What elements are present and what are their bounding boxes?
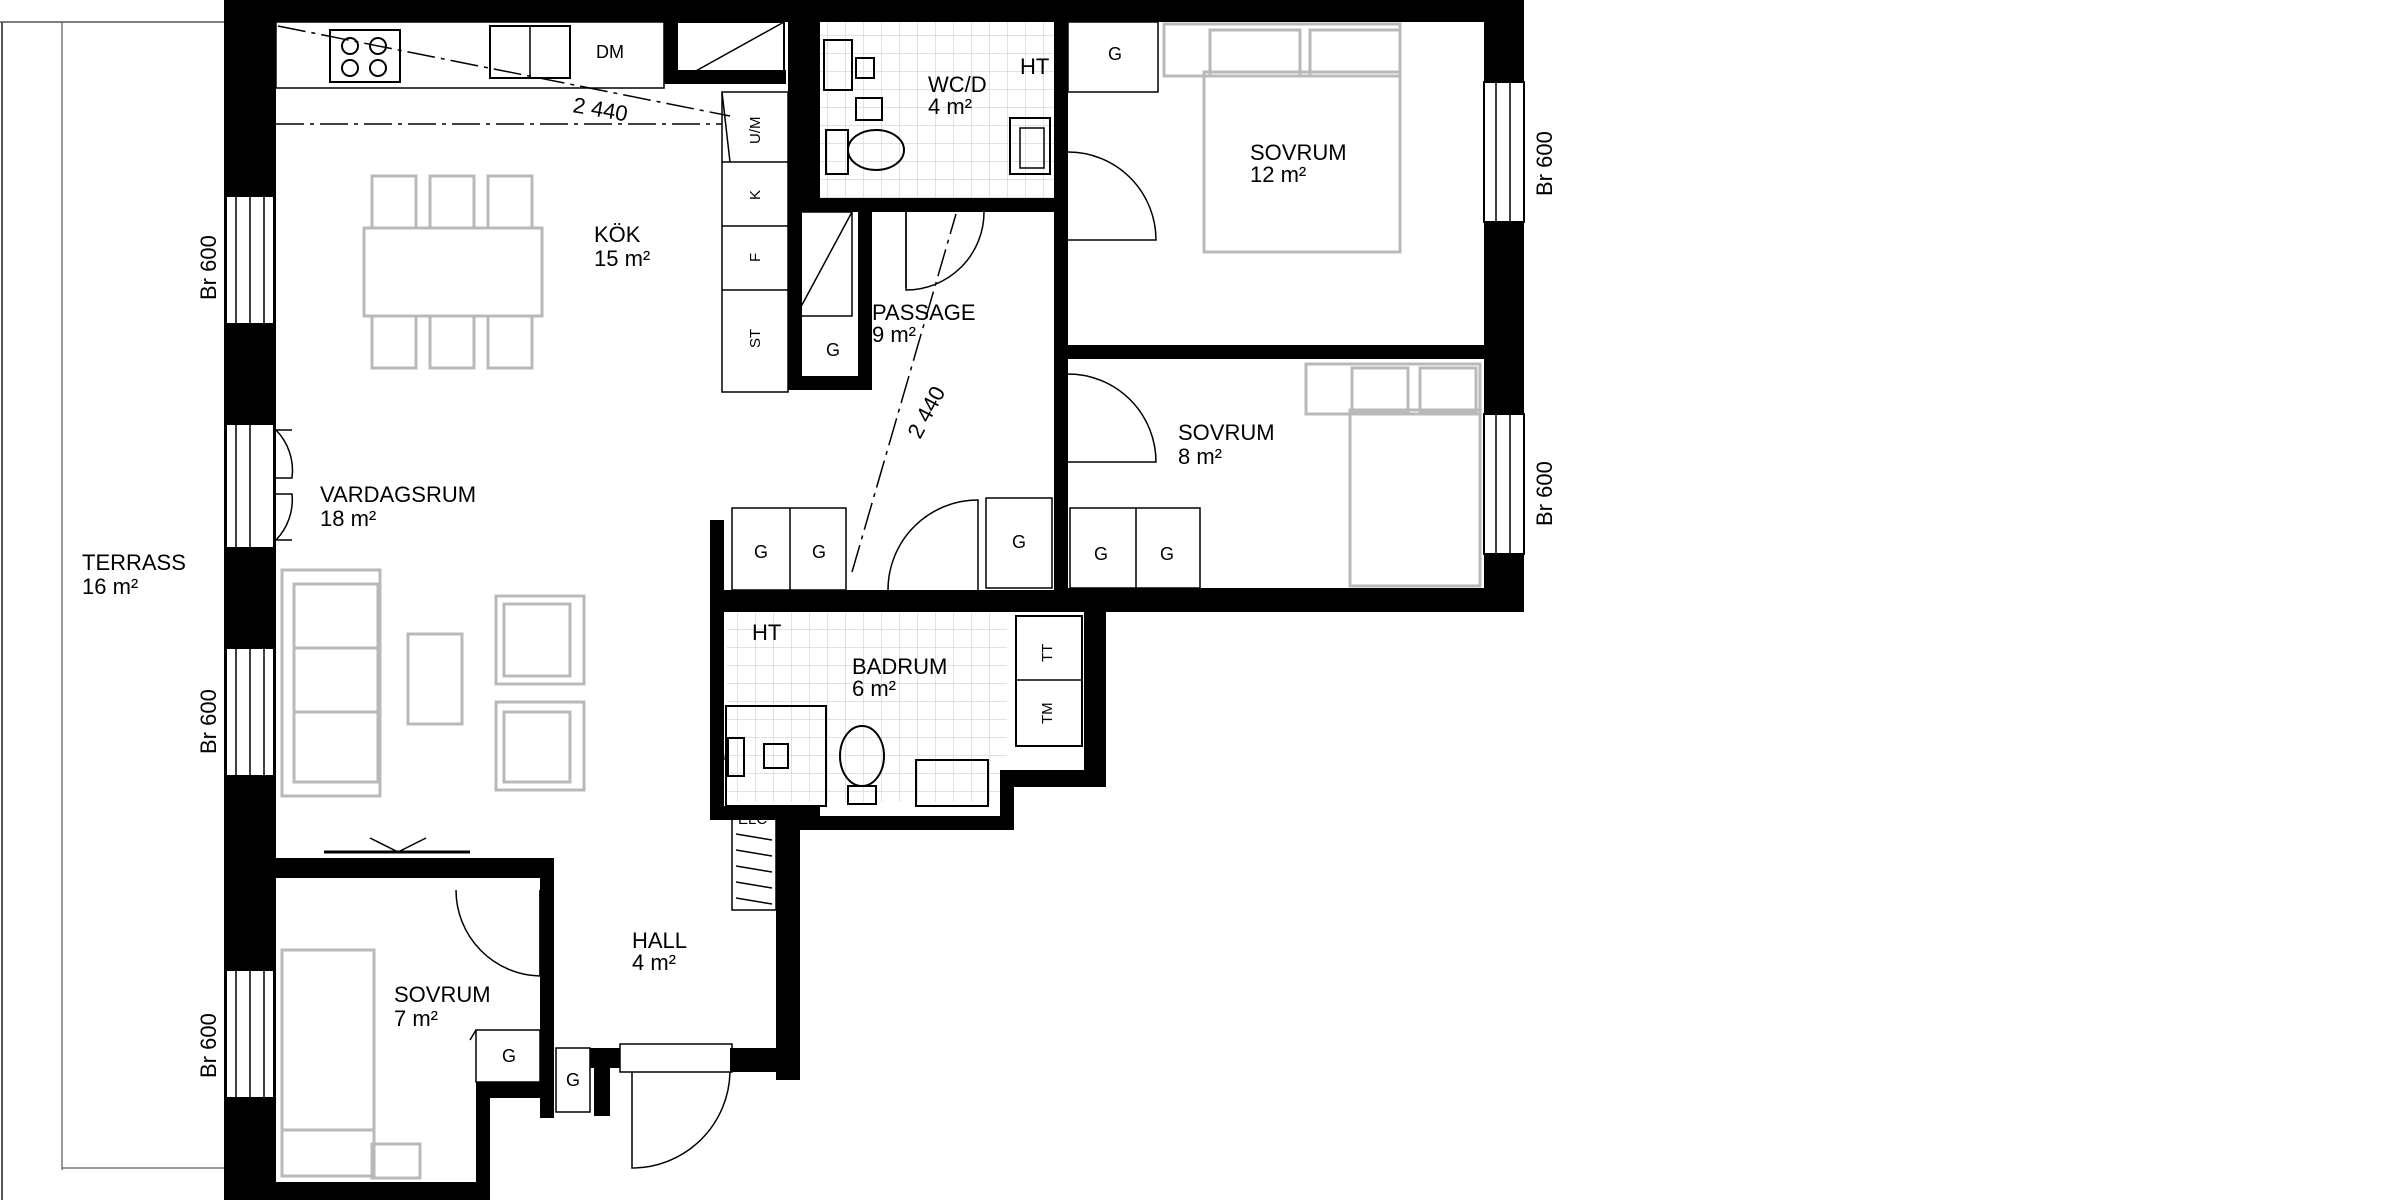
room-label-wcd: WC/D 4 m² bbox=[928, 72, 987, 119]
single-bed-7 bbox=[280, 948, 422, 1180]
badrum-fixtures bbox=[711, 615, 1083, 807]
door-sovrum-7 bbox=[455, 883, 553, 985]
label-wardrobe-7: G bbox=[1160, 544, 1174, 564]
label-micro: U/M bbox=[747, 117, 764, 145]
label-hat-rack-badrum: HT bbox=[752, 620, 781, 645]
window-label-3: Br 600 bbox=[196, 1013, 221, 1078]
door-sovrum-12 bbox=[1067, 151, 1157, 241]
windows bbox=[225, 81, 1525, 1099]
svg-text:SOVRUM: SOVRUM bbox=[394, 982, 491, 1007]
label-fridge: K bbox=[747, 190, 764, 200]
hall-wardrobe bbox=[555, 1047, 591, 1113]
svg-text:4 m²: 4 m² bbox=[632, 950, 676, 975]
label-wardrobe-2: G bbox=[826, 340, 840, 360]
terrace bbox=[0, 21, 228, 1200]
room-label-passage: PASSAGE 9 m² bbox=[872, 300, 976, 347]
label-washer: TM bbox=[1039, 702, 1056, 724]
entrance-door bbox=[619, 1043, 733, 1169]
room-label-vardagsrum: VARDAGSRUM 18 m² bbox=[320, 482, 476, 531]
wardrobe-sovrum-7 bbox=[469, 1029, 541, 1083]
label-wardrobe-4: G bbox=[812, 542, 826, 562]
label-hat-rack-wcd: HT bbox=[1020, 54, 1049, 79]
svg-text:12 m²: 12 m² bbox=[1250, 162, 1306, 187]
hall-closet bbox=[1067, 21, 1159, 93]
svg-text:SOVRUM: SOVRUM bbox=[1250, 140, 1347, 165]
room-label-terrass: TERRASS 16 m² bbox=[82, 550, 186, 599]
svg-text:TERRASS: TERRASS bbox=[82, 550, 186, 575]
label-wardrobe-1: G bbox=[1108, 44, 1122, 64]
room-label-sovrum-8: SOVRUM 8 m² bbox=[1178, 420, 1275, 469]
label-wardrobe-5: G bbox=[1012, 532, 1026, 552]
wcd-door bbox=[905, 211, 985, 291]
window-label-5: Br 600 bbox=[1532, 461, 1557, 526]
wcd-fixtures bbox=[823, 39, 1051, 175]
label-dryer: TT bbox=[1039, 644, 1056, 662]
ceiling-height-passage: 2 440 bbox=[902, 382, 950, 442]
room-label-badrum: BADRUM 6 m² bbox=[852, 654, 947, 701]
label-freezer: F bbox=[747, 253, 764, 262]
window-label-4: Br 600 bbox=[1532, 131, 1557, 196]
label-wardrobe-3: G bbox=[754, 542, 768, 562]
wcd-tiles bbox=[820, 22, 1054, 198]
svg-text:7 m²: 7 m² bbox=[394, 1006, 438, 1031]
door-sovrum-8 bbox=[1067, 373, 1157, 463]
label-dishwasher: DM bbox=[596, 42, 624, 62]
ceiling-line-kitchen-diagonal bbox=[277, 25, 731, 117]
label-electrical: ELC bbox=[738, 811, 767, 828]
dining-table bbox=[362, 174, 544, 370]
double-bed-12 bbox=[1162, 22, 1402, 254]
label-wardrobe-6: G bbox=[1094, 544, 1108, 564]
svg-text:KÖK: KÖK bbox=[594, 222, 641, 247]
svg-text:SOVRUM: SOVRUM bbox=[1178, 420, 1275, 445]
kitchen-counter bbox=[275, 21, 789, 393]
svg-text:6 m²: 6 m² bbox=[852, 676, 896, 701]
label-wardrobe-9: G bbox=[566, 1070, 580, 1090]
label-storage: ST bbox=[747, 329, 764, 348]
room-label-kok: KÖK 15 m² bbox=[594, 222, 650, 271]
ceiling-height-kitchen: 2 440 bbox=[571, 92, 630, 126]
svg-text:16 m²: 16 m² bbox=[82, 574, 138, 599]
terrace-door bbox=[275, 429, 294, 541]
svg-text:8 m²: 8 m² bbox=[1178, 444, 1222, 469]
double-bed-8 bbox=[1304, 362, 1482, 588]
svg-text:4 m²: 4 m² bbox=[928, 94, 972, 119]
label-wardrobe-8: G bbox=[502, 1046, 516, 1066]
elc-cabinet bbox=[731, 817, 777, 911]
svg-text:15 m²: 15 m² bbox=[594, 246, 650, 271]
svg-text:9 m²: 9 m² bbox=[872, 322, 916, 347]
wardrobe-sovrum-8 bbox=[1069, 507, 1201, 589]
svg-text:PASSAGE: PASSAGE bbox=[872, 300, 976, 325]
svg-text:18 m²: 18 m² bbox=[320, 506, 376, 531]
passage-fixtures bbox=[731, 211, 1053, 591]
window-label-2: Br 600 bbox=[196, 689, 221, 754]
svg-text:HALL: HALL bbox=[632, 928, 687, 953]
svg-text:BADRUM: BADRUM bbox=[852, 654, 947, 679]
window-label-1: Br 600 bbox=[196, 235, 221, 300]
room-label-sovrum-7: SOVRUM 7 m² bbox=[394, 982, 491, 1031]
svg-text:WC/D: WC/D bbox=[928, 72, 987, 97]
svg-text:VARDAGSRUM: VARDAGSRUM bbox=[320, 482, 476, 507]
sofa-group bbox=[280, 568, 586, 798]
room-label-sovrum-12: SOVRUM 12 m² bbox=[1250, 140, 1347, 187]
tv-bench bbox=[324, 837, 470, 854]
room-label-hall: HALL 4 m² bbox=[632, 928, 687, 975]
